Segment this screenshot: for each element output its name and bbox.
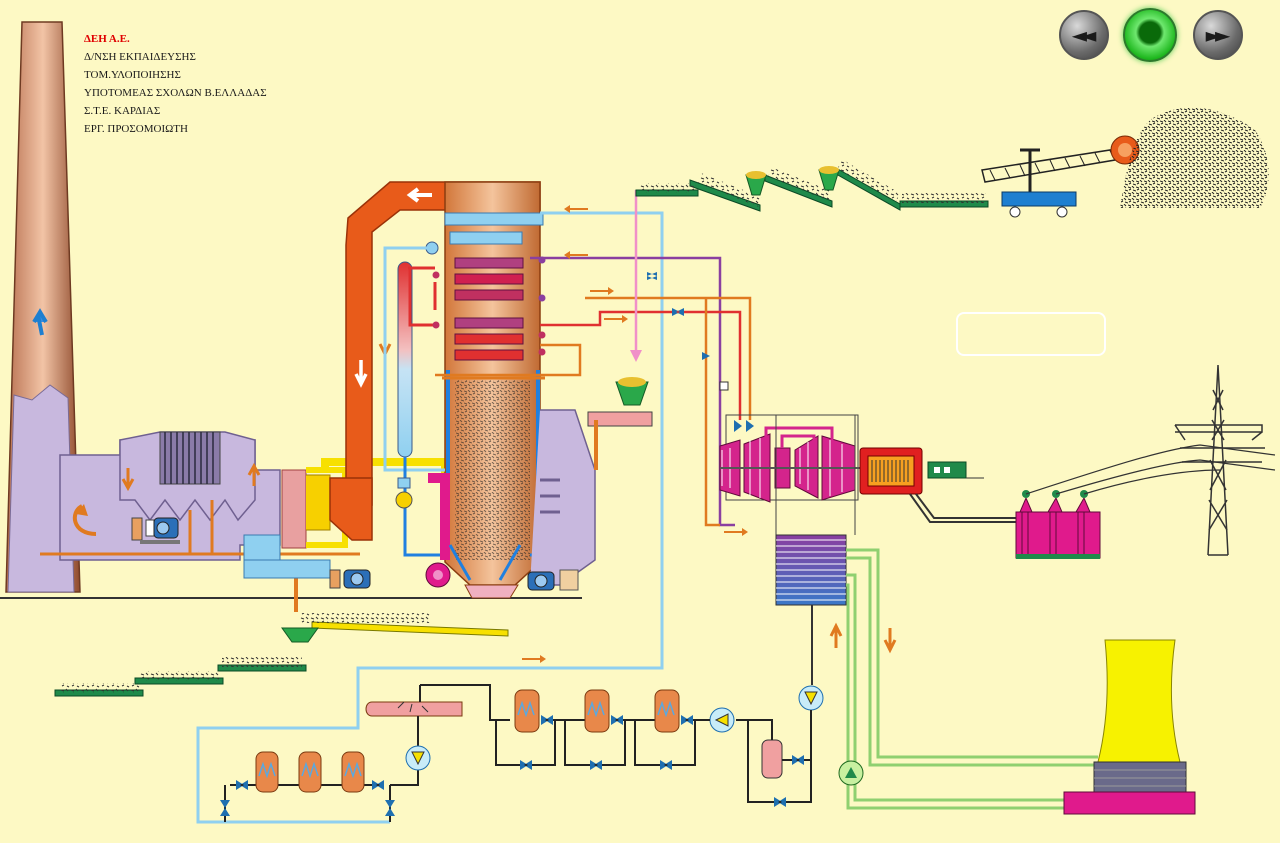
pylon-icon (1174, 364, 1265, 556)
gas-recirculation-duct (530, 409, 596, 586)
reheat-line (530, 256, 735, 527)
coal-bunker-icon (615, 377, 649, 406)
coal-pile-icon (1120, 107, 1269, 208)
coal-feeder (587, 411, 653, 427)
burner-icon (425, 473, 451, 588)
coal-stacker-icon (981, 135, 1140, 218)
feedwater-line (196, 211, 664, 824)
lp-pump-icon (405, 745, 431, 771)
chimney-icon (5, 21, 81, 593)
deaerator-tank (761, 739, 783, 779)
control-valve[interactable] (719, 381, 729, 391)
next-button[interactable]: ►► (1193, 10, 1243, 60)
cooling-pump-icon (838, 760, 864, 786)
cooling-water-in (846, 573, 1065, 810)
boiler-icon (442, 181, 545, 586)
valve-icon[interactable] (647, 272, 754, 432)
coal-hopper-icon (281, 166, 840, 643)
hp-heater-icon (514, 689, 680, 733)
mill-motor-icon (527, 571, 555, 591)
circulation-pump-icon (395, 491, 413, 509)
coal-layer (60, 159, 986, 693)
main-steam-line (540, 310, 742, 420)
previous-button[interactable]: ◄◄ (1059, 10, 1109, 60)
valve-icon[interactable] (220, 715, 804, 816)
turbine-icon (719, 414, 860, 503)
play-button[interactable] (1123, 8, 1177, 62)
ash-hopper (464, 584, 519, 599)
flow-arrow-up (247, 462, 261, 486)
cooling-water-out (846, 548, 1098, 767)
flow-arrow-small (522, 205, 748, 663)
id-fan-icon (131, 517, 180, 544)
electrostatic-precipitator-icon (119, 431, 256, 522)
flow-arrow-curve (72, 504, 97, 536)
fd-fan-motor-icon (343, 569, 371, 589)
organization-name: ΔΕΗ Α.Ε. (84, 33, 130, 45)
air-preheater-icon (243, 467, 348, 579)
lp-heater-icon (255, 751, 365, 793)
deaerator-icon (365, 701, 463, 717)
fd-fan-housing (329, 569, 341, 589)
cooling-tower-icon (1063, 639, 1196, 815)
credits-block: ΔΕΗ Α.Ε. Δ/ΝΣΗ ΕΚΠΑΙΔΕΥΣΗΣ ΤΟΜ.ΥΛΟΠΟΙΗΣΗ… (84, 30, 267, 138)
credit-line: Δ/ΝΣΗ ΕΚΠΑΙΔΕΥΣΗΣ (84, 51, 196, 63)
generator-icon (859, 447, 984, 495)
condenser-icon (775, 534, 847, 606)
credit-line: ΕΡΓ. ΠΡΟΣΟΜΟΙΩΤΗ (84, 123, 188, 135)
rewind-icon: ◄◄ (1071, 23, 1097, 47)
transformer-icon (1015, 490, 1101, 559)
feedwater-pump-icon (709, 707, 735, 733)
credit-line: ΥΠΟΤΟΜΕΑΣ ΣΧΟΛΩΝ Β.ΕΛΛΑΔΑΣ (84, 87, 267, 99)
credit-line: Σ.Τ.Ε. ΚΑΡΔΙΑΣ (84, 105, 161, 117)
flow-arrow-down (121, 468, 135, 492)
condensate-pump-icon (798, 685, 824, 711)
credit-line: ΤΟΜ.ΥΛΟΠΟΙΗΣΗΣ (84, 69, 181, 81)
fast-forward-icon: ►► (1205, 23, 1231, 47)
info-box (956, 312, 1106, 356)
